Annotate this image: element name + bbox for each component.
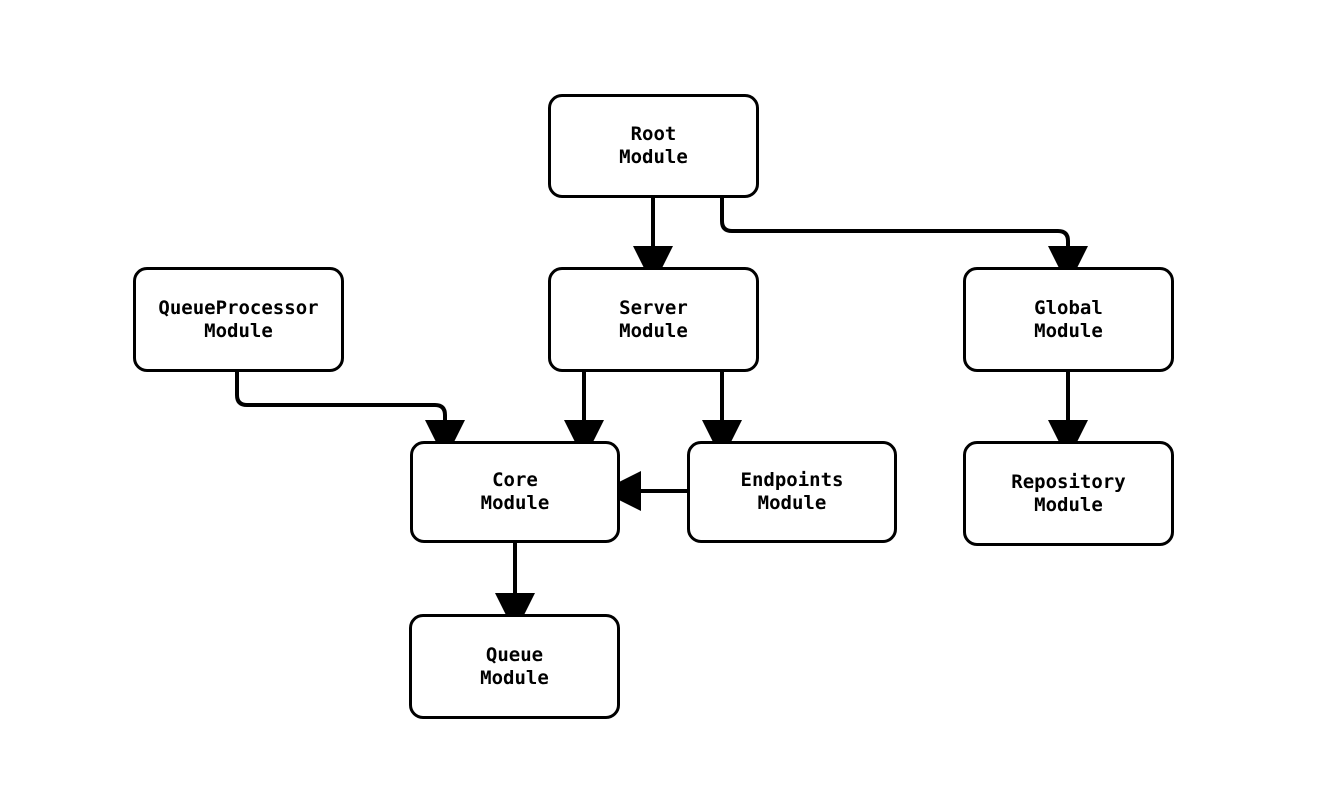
node-root-label: Root Module — [619, 123, 688, 168]
node-endpoints-label: Endpoints Module — [740, 469, 844, 514]
node-root[interactable]: Root Module — [548, 94, 759, 198]
node-server[interactable]: Server Module — [548, 267, 759, 372]
node-global[interactable]: Global Module — [963, 267, 1174, 372]
edge-queueprocessor-core — [235, 372, 465, 460]
node-queueprocessor[interactable]: QueueProcessor Module — [133, 267, 344, 372]
node-core-label: Core Module — [480, 469, 550, 514]
node-repository-label: Repository Module — [1011, 470, 1126, 516]
node-server-label: Server Module — [619, 296, 688, 342]
node-queueprocessor-label: QueueProcessor Module — [158, 296, 319, 342]
node-repository[interactable]: Repository Module — [963, 441, 1174, 546]
edge-root-global — [720, 198, 1088, 286]
node-queue[interactable]: Queue Module — [409, 614, 620, 719]
node-global-label: Global Module — [1034, 296, 1103, 342]
node-endpoints[interactable]: Endpoints Module — [687, 441, 897, 543]
node-queue-label: Queue Module — [480, 643, 549, 689]
node-core[interactable]: Core Module — [410, 441, 620, 543]
